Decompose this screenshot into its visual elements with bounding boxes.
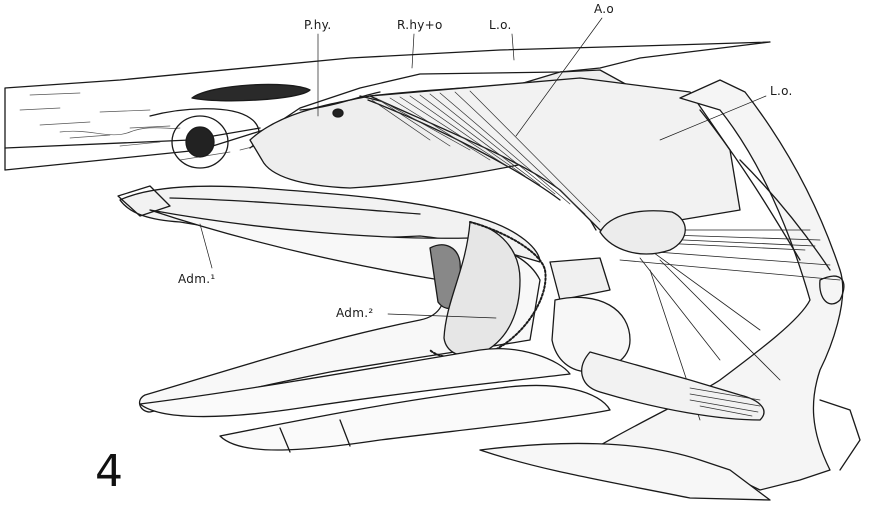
- label-l-o-top: L.o.: [489, 18, 512, 32]
- label-p-hy: P.hy.: [304, 18, 332, 32]
- label-a-o: A.o: [594, 2, 614, 16]
- leader-l-o-top: [512, 34, 514, 60]
- eye: [186, 127, 214, 157]
- label-adm1: Adm.¹: [178, 272, 215, 286]
- nasal-bar: [192, 84, 310, 100]
- nostril: [333, 109, 343, 117]
- leader-adm1: [200, 224, 212, 268]
- label-adm2: Adm.²: [336, 306, 373, 320]
- label-l-o-right: L.o.: [770, 84, 793, 98]
- label-r-hy-o: R.hy+o: [397, 18, 443, 32]
- ceratohyal: [550, 258, 610, 300]
- leader-r-hy: [412, 34, 414, 68]
- figure-number: 4: [95, 446, 123, 497]
